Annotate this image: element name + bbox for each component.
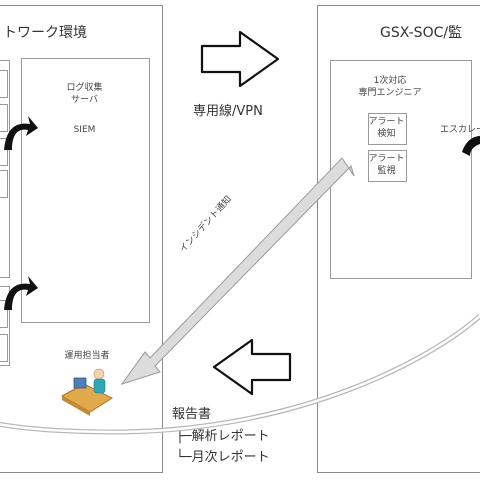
- device-slot-4: [0, 170, 8, 198]
- device-slot-1: [0, 70, 8, 98]
- device-slot-5: [0, 300, 8, 328]
- escalation-curve: [462, 136, 480, 156]
- device-slot-2: [0, 104, 8, 132]
- connection-arrow-right: [200, 30, 280, 88]
- siem-label: SIEM: [73, 125, 96, 135]
- log-server-title: ログ収集 サーバ: [66, 83, 103, 105]
- connection-label: 専用線/VPN: [193, 104, 263, 119]
- incident-arrow: [120, 157, 355, 385]
- alert-monitor-box: [368, 150, 407, 182]
- alert-monitor-label: アラート 監視: [368, 154, 405, 176]
- report-title: 報告書: [172, 407, 212, 422]
- alert-detect-box: [368, 113, 407, 145]
- soc-panel-title: GSX-SOC/監: [380, 25, 463, 41]
- device-slot-6: [0, 334, 8, 362]
- device-column-top: [0, 60, 10, 278]
- escalation-label: エスカレー: [440, 125, 480, 135]
- alert-detect-label: アラート 検知: [368, 117, 405, 139]
- curved-arrow-2: [4, 276, 38, 310]
- operator-label: 運用担当者: [64, 351, 110, 361]
- report-item-analysis: ├─解析レポート: [176, 429, 270, 444]
- device-slot-3: [0, 138, 8, 166]
- engineer-title: 1次対応 専門エンジニア: [358, 76, 422, 98]
- log-server-box: [21, 58, 150, 323]
- left-panel-title: トワーク環境: [3, 25, 87, 41]
- report-item-monthly: └─月次レポート: [176, 450, 270, 465]
- report-arrow-left: [212, 338, 292, 396]
- curved-arrow-1: [4, 116, 38, 150]
